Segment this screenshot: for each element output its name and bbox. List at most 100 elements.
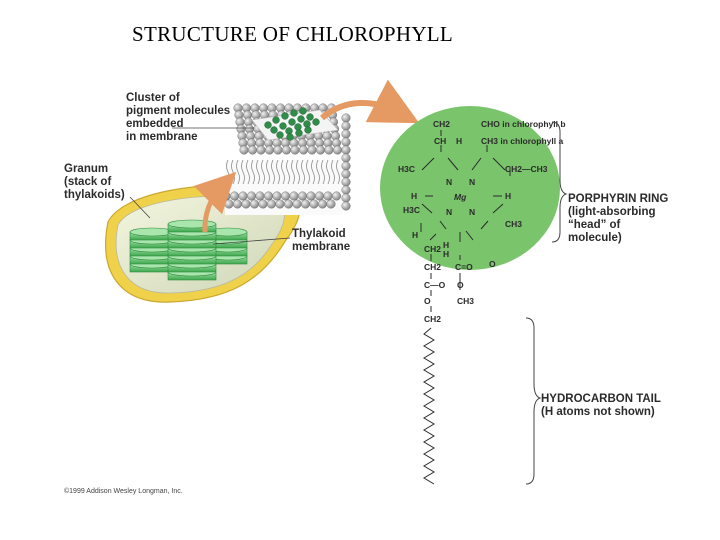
atom-h-right: H (505, 191, 511, 201)
label-line: membrane (292, 241, 351, 253)
lipid-head (326, 199, 336, 209)
hydrocarbon-tail-chain (423, 327, 435, 485)
leader-thylakoid (212, 237, 291, 245)
lipid-head (341, 153, 351, 163)
lipid-tail (326, 159, 330, 185)
lipid-head (341, 113, 351, 123)
label-porphyrin-ring: PORPHYRIN RING (light-absorbing “head” o… (568, 193, 668, 245)
label-pigment-cluster: Cluster of pigment molecules embedded in… (126, 92, 230, 144)
lipid-head (341, 161, 351, 171)
lipid-head (299, 145, 309, 155)
copyright-notice: ©1999 Addison Wesley Longman, Inc. (64, 488, 183, 495)
atom-top-ch2: CH2 (433, 119, 450, 129)
lipid-head (341, 129, 351, 139)
granum-stack (129, 219, 248, 281)
label-line: (light-absorbing (568, 206, 656, 218)
atom-n-topleft: N (446, 177, 452, 187)
lipid-tail (336, 159, 340, 185)
lipid-head (272, 191, 282, 201)
lipid-head (341, 145, 351, 155)
pigment-molecule (304, 126, 312, 134)
atom-top-h: H (456, 136, 462, 146)
lipid-tail (301, 159, 305, 185)
lipid-head (289, 191, 299, 201)
pigment-molecule (272, 116, 280, 124)
lipid-head (284, 199, 294, 209)
lipid-head (341, 193, 351, 203)
porphyrin-brace (551, 121, 568, 243)
atom-top-ch: CH (434, 136, 446, 146)
pigment-molecule (286, 133, 294, 141)
lipid-head (323, 191, 333, 201)
atom-n-topright: N (469, 177, 475, 187)
label-line: PORPHYRIN RING (568, 193, 669, 205)
lipid-head (282, 145, 292, 155)
lipid-head (265, 145, 275, 155)
label-line: thylakoids) (64, 189, 125, 201)
lipid-tail (281, 159, 285, 185)
lipid-head (221, 191, 231, 201)
lipid-tail (331, 159, 335, 185)
pigment-molecule (306, 113, 314, 121)
atom-h-left: H (411, 191, 417, 201)
lipid-head (246, 191, 256, 201)
label-line: embedded (126, 118, 184, 130)
lipid-head (267, 199, 277, 209)
lipid-head (333, 145, 343, 155)
lipid-head (249, 199, 259, 209)
lipid-head (341, 177, 351, 187)
pigment-molecule (299, 107, 307, 115)
lipid-head (241, 199, 251, 209)
lipid-tail (236, 159, 240, 185)
pigment-molecule (294, 123, 302, 131)
lipid-tail (296, 159, 300, 185)
chlorophyll-b-note: CHO in chlorophyll b (481, 119, 566, 129)
label-line: (H atoms not shown) (541, 406, 655, 418)
lipid-head (275, 199, 285, 209)
lipid-tail (321, 159, 325, 185)
lipid-head (332, 191, 342, 201)
label-line: molecule) (568, 232, 622, 244)
lipid-tail (256, 159, 260, 185)
lipid-tail (276, 159, 280, 185)
lipid-head (255, 191, 265, 201)
label-granum: Granum (stack of thylakoids) (64, 163, 125, 202)
label-line: “head” of (568, 219, 621, 231)
pigment-molecule (279, 122, 287, 130)
lipid-head (341, 121, 351, 131)
page-title: STRUCTURE OF CHLOROPHYLL (132, 22, 454, 46)
label-line: in membrane (126, 131, 198, 143)
lipid-tail (271, 159, 275, 185)
atom-n-bottomright: N (469, 207, 475, 217)
lipid-head (298, 191, 308, 201)
arrow-membrane-to-porphyrin (320, 79, 420, 124)
lipid-head (341, 169, 351, 179)
lipid-head (315, 191, 325, 201)
lipid-tail (251, 159, 255, 185)
lipid-tail (266, 159, 270, 185)
lipid-head (292, 199, 302, 209)
lipid-head (232, 199, 242, 209)
pigment-molecule (270, 126, 278, 134)
label-line: pigment molecules (126, 105, 231, 117)
atom-c-o: C—O (424, 280, 446, 290)
lipid-tail (241, 159, 245, 185)
atom-h-bottom-1: H (443, 240, 449, 250)
chlorophyll-a-note: CH3 in chlorophyll a (481, 136, 563, 146)
lipid-tail (261, 159, 265, 185)
lipid-tail (291, 159, 295, 185)
lipid-head (224, 199, 234, 209)
lipid-head (258, 199, 268, 209)
lipid-head (341, 185, 351, 195)
atom-ch2-b: CH2 (424, 262, 441, 272)
lipid-head (301, 199, 311, 209)
lipid-head (281, 191, 291, 201)
lipid-tail (311, 159, 315, 185)
lipid-head (341, 137, 351, 147)
tail-brace (525, 317, 542, 485)
pigment-molecule (285, 127, 293, 135)
lipid-head (247, 145, 257, 155)
pigment-molecule (312, 118, 320, 126)
lipid-head (324, 145, 334, 155)
